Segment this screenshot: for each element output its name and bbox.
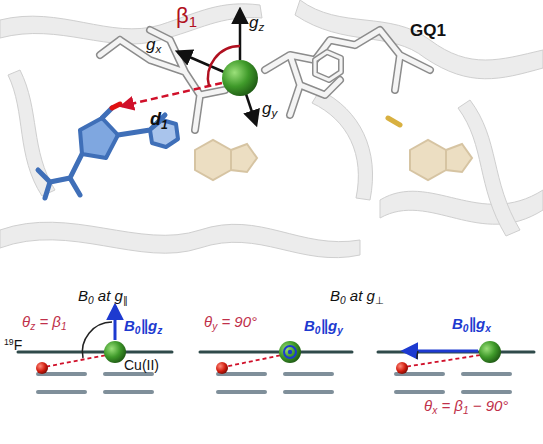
field-heading: B0 at g⊥	[330, 288, 384, 306]
vector-label: d1	[150, 110, 168, 132]
tan-nucleotide	[195, 140, 472, 180]
field-label: B0∥gx	[452, 316, 491, 334]
field-label: B0∥gy	[304, 318, 343, 336]
ion-label: Cu(II)	[124, 358, 159, 373]
nucleus-label: 19F	[4, 338, 22, 353]
angle-label: β1	[176, 4, 197, 31]
protein-cartoon	[0, 0, 543, 258]
layer-lines	[18, 352, 534, 392]
ligand-sticks	[100, 30, 430, 130]
angle-label: θx = β1 − 90°	[424, 398, 508, 416]
field-label: B0∥gz	[124, 318, 162, 336]
angle-label: θy = 90°	[204, 314, 257, 332]
angle-label: θz = β1	[22, 314, 67, 332]
structure-name: GQ1	[410, 22, 446, 41]
panel-vectors	[36, 306, 501, 374]
field-heading: B0 at g∥	[78, 288, 128, 306]
axis-label: gz	[249, 14, 264, 34]
axis-label: gx	[146, 36, 161, 56]
blue-nucleotide	[38, 104, 178, 198]
axis-label: gy	[262, 100, 277, 120]
g-tensor-axes	[122, 10, 258, 124]
